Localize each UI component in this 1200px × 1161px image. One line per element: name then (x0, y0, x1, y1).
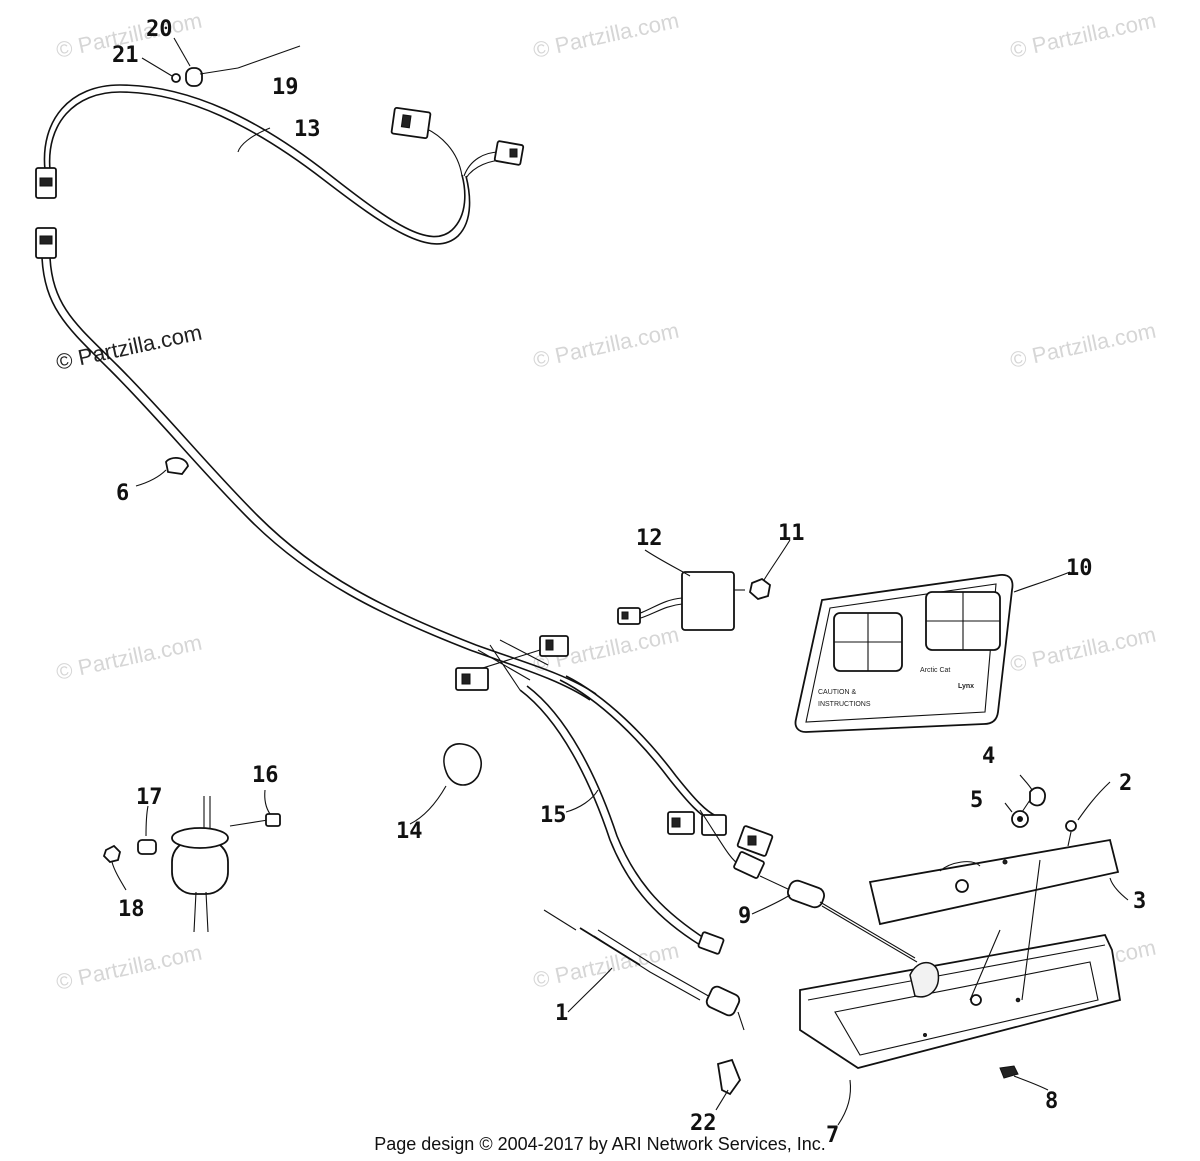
watermark: © Partzilla.com (1008, 318, 1158, 373)
part-13-upper-harness (35, 84, 525, 245)
part-11-nut (749, 577, 771, 601)
part-1-cable (543, 909, 745, 1031)
part-14-ring (443, 743, 482, 786)
part-8-clip (999, 1065, 1019, 1079)
main-harness (35, 227, 597, 701)
callout-10: 10 (1066, 556, 1093, 581)
decal-caption: CAUTION & (818, 689, 856, 696)
decal-caption: INSTRUCTIONS (818, 701, 871, 708)
decal-logo: Lynx (958, 683, 974, 690)
callout-12: 12 (636, 526, 663, 551)
part-10-decal: Arctic Cat Lynx CAUTION & INSTRUCTIONS (794, 574, 1014, 733)
watermark: © Partzilla.com (531, 318, 681, 373)
watermark: © Partzilla.com (531, 8, 681, 63)
part-2-screw (1065, 820, 1077, 847)
callout-13: 13 (294, 117, 321, 142)
callout-16: 16 (252, 763, 279, 788)
callout-7: 7 (826, 1123, 839, 1148)
callout-15: 15 (540, 803, 567, 828)
callout-8: 8 (1045, 1089, 1058, 1114)
part-6-clip (165, 457, 189, 475)
callout-6: 6 (116, 481, 129, 506)
part-3-plate (868, 838, 1120, 926)
part-9-switch (759, 875, 918, 963)
footer-credit: Page design © 2004-2017 by ARI Network S… (374, 1134, 826, 1154)
callout-11: 11 (778, 521, 805, 546)
part-22-clip (716, 1058, 742, 1096)
callout-3: 3 (1133, 889, 1146, 914)
callout-9: 9 (738, 904, 751, 929)
watermark: © Partzilla.com (54, 630, 204, 685)
part-5-washer (1011, 810, 1029, 828)
part-19-21-terminal (171, 45, 301, 87)
callout-17: 17 (136, 785, 163, 810)
callout-18: 18 (118, 897, 145, 922)
watermark: © Partzilla.com (1008, 8, 1158, 63)
watermark: © Partzilla.com (54, 940, 204, 995)
watermark: © Partzilla.com (54, 320, 204, 375)
callout-4: 4 (982, 744, 995, 769)
leader-lines (111, 37, 1129, 1126)
callout-19: 19 (272, 75, 299, 100)
part-7-tray (799, 859, 1122, 1069)
callout-5: 5 (970, 788, 983, 813)
harness-junction (455, 635, 569, 691)
callout-1: 1 (555, 1001, 568, 1026)
part-12-box (617, 571, 745, 631)
part-16-18-coil (102, 796, 281, 933)
callout-22: 22 (690, 1111, 717, 1136)
watermark: © Partzilla.com (1008, 622, 1158, 677)
callout-layer: 1 2 3 4 5 6 7 8 9 10 11 12 13 14 15 16 1… (112, 17, 1146, 1148)
callout-14: 14 (396, 819, 423, 844)
callout-2: 2 (1119, 771, 1132, 796)
part-4-key (1021, 786, 1046, 813)
decal-brand: Arctic Cat (920, 667, 950, 674)
watermark: © Partzilla.com (531, 938, 681, 993)
callout-20: 20 (146, 17, 173, 42)
callout-21: 21 (112, 43, 139, 68)
part-15-lower-branches (519, 675, 774, 955)
